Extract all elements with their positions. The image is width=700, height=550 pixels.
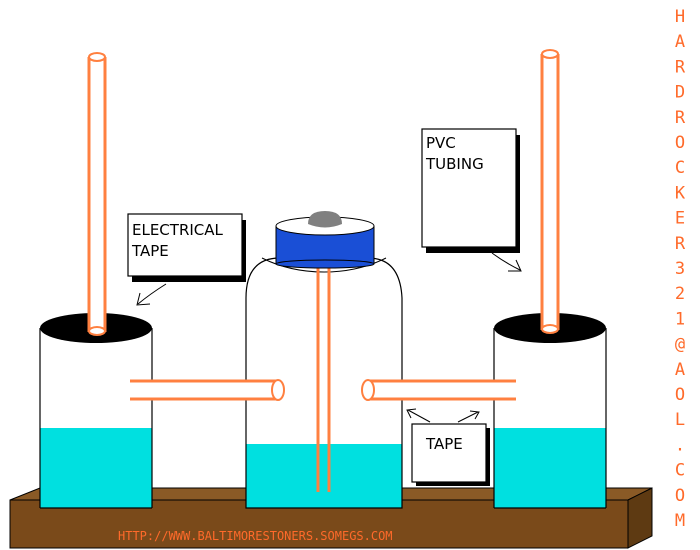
vertical-email-char: A bbox=[675, 360, 685, 380]
vertical-email-char: O bbox=[675, 385, 685, 405]
left-connector-pipe bbox=[130, 379, 285, 401]
vertical-email-char: C bbox=[675, 461, 685, 481]
center-jar bbox=[245, 257, 403, 509]
vertical-email-char: K bbox=[675, 183, 686, 203]
knob-icon bbox=[308, 211, 342, 228]
pvc-tubing-label-line2: TUBING bbox=[425, 155, 484, 173]
electrical-tape-callout: ELECTRICAL TAPE bbox=[127, 213, 246, 306]
vertical-email-char: 3 bbox=[675, 259, 685, 279]
vertical-email-char: D bbox=[675, 83, 685, 103]
arrow-icon bbox=[469, 410, 480, 420]
right-container bbox=[493, 313, 607, 509]
vertical-email-char: H bbox=[675, 7, 685, 27]
vertical-email-char: C bbox=[675, 158, 685, 178]
vertical-email-char: O bbox=[675, 133, 685, 153]
tape-callout: TAPE bbox=[406, 408, 490, 486]
tape-label: TAPE bbox=[425, 435, 463, 453]
vertical-email-char: 1 bbox=[675, 309, 685, 329]
vertical-email-char: @ bbox=[675, 335, 685, 355]
vertical-email-char: R bbox=[675, 108, 686, 128]
electrical-tape-label-line1: ELECTRICAL bbox=[132, 221, 224, 239]
pvc-tubing-callout: PVC TUBING bbox=[421, 128, 522, 272]
right-tall-pipe bbox=[540, 49, 560, 334]
vertical-email-char: M bbox=[675, 511, 685, 531]
electrical-tape-label-line2: TAPE bbox=[131, 242, 169, 260]
vertical-email-char: R bbox=[675, 57, 686, 77]
center-pipe bbox=[316, 262, 331, 492]
left-tall-pipe bbox=[87, 52, 107, 336]
vertical-email-char: R bbox=[675, 234, 686, 254]
website-url-text: HTTP://WWW.BALTIMORESTONERS.SOMEGS.COM bbox=[118, 529, 393, 543]
right-connector-pipe bbox=[361, 379, 516, 401]
arrow-icon bbox=[508, 259, 522, 272]
vertical-email-char: L bbox=[675, 410, 685, 430]
jar-cap bbox=[275, 211, 375, 269]
pvc-tubing-label-line1: PVC bbox=[426, 134, 456, 152]
arrow-icon bbox=[406, 408, 417, 419]
vertical-email-char: O bbox=[675, 486, 685, 506]
vertical-email-char: E bbox=[675, 209, 685, 229]
arrow-icon bbox=[136, 292, 151, 306]
vertical-email-char: A bbox=[675, 32, 685, 52]
vertical-email-char: 2 bbox=[675, 284, 685, 304]
left-container bbox=[39, 313, 153, 509]
vertical-email-char: . bbox=[675, 435, 685, 455]
